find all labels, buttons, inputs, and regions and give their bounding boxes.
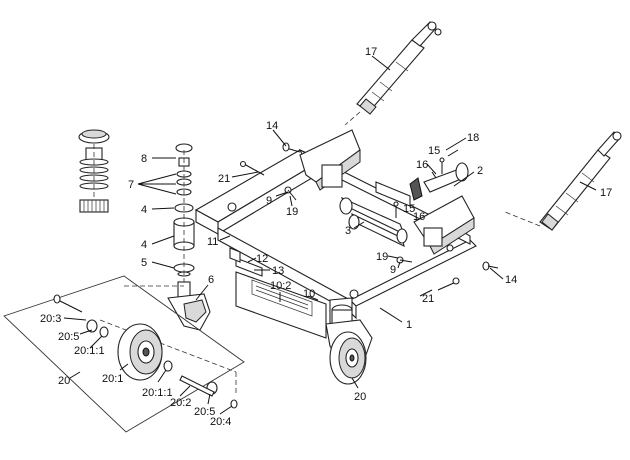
callout-4-upper: 4 <box>141 204 147 216</box>
frame-bolts <box>239 142 499 291</box>
callout-17-top: 17 <box>365 46 377 58</box>
callout-20-5-left: 20:5 <box>58 331 79 343</box>
callout-20-2: 20:2 <box>170 397 191 409</box>
callout-11: 11 <box>207 236 218 248</box>
caster-fork <box>167 281 211 331</box>
callout-20-1: 20:1 <box>102 373 123 385</box>
callout-18: 18 <box>467 132 479 144</box>
main-frame <box>194 148 477 325</box>
callout-20-1-1-left: 20:1:1 <box>74 345 105 357</box>
decal-plate <box>229 247 327 339</box>
wheel-kit-frame <box>3 275 245 433</box>
callout-10-2: 10:2 <box>270 280 291 292</box>
callout-19-right: 19 <box>376 251 388 263</box>
callout-20-5-right: 20:5 <box>194 406 215 418</box>
callout-20-4: 20:4 <box>210 416 231 428</box>
callout-21-left: 21 <box>218 173 230 185</box>
callout-20-wheel: 20 <box>354 391 366 403</box>
callout-10: 10 <box>303 288 315 300</box>
callout-9-right: 9 <box>390 264 396 276</box>
callout-16-lower: 16 <box>413 211 425 223</box>
callout-6: 6 <box>208 274 214 286</box>
callout-20-kit: 20 <box>58 375 70 387</box>
callout-21-right: 21 <box>422 293 434 305</box>
callout-17-right: 17 <box>600 187 612 199</box>
callout-15-lower: 15 <box>403 203 415 215</box>
callout-3: 3 <box>345 225 351 237</box>
callout-14-right: 14 <box>505 274 517 286</box>
hydraulic-cylinder-top <box>344 21 442 126</box>
leader-lines <box>63 55 597 415</box>
callout-7: 7 <box>128 179 134 191</box>
callout-8: 8 <box>141 153 147 165</box>
caster-wheel-assembly <box>325 304 373 385</box>
callout-5: 5 <box>141 257 147 269</box>
callout-19-left: 19 <box>286 206 298 218</box>
pivot-bracket <box>299 129 475 255</box>
callout-14-left: 14 <box>266 120 278 132</box>
callout-20-3: 20:3 <box>40 313 61 325</box>
hydraulic-cylinder-right <box>504 131 622 231</box>
caster-hardware-stack <box>78 129 195 290</box>
callout-20-1-1-right: 20:1:1 <box>142 387 173 399</box>
callout-9-left: 9 <box>266 195 272 207</box>
callout-labels: 17 17 14 14 15 15 18 16 16 2 8 7 21 21 9… <box>40 46 612 428</box>
callout-2: 2 <box>477 165 483 177</box>
callout-16-upper: 16 <box>416 159 428 171</box>
callout-13: 13 <box>272 265 284 277</box>
callout-1: 1 <box>406 319 412 331</box>
callout-15-upper: 15 <box>428 145 440 157</box>
callout-12: 12 <box>256 253 268 265</box>
callout-4-lower: 4 <box>141 239 147 251</box>
